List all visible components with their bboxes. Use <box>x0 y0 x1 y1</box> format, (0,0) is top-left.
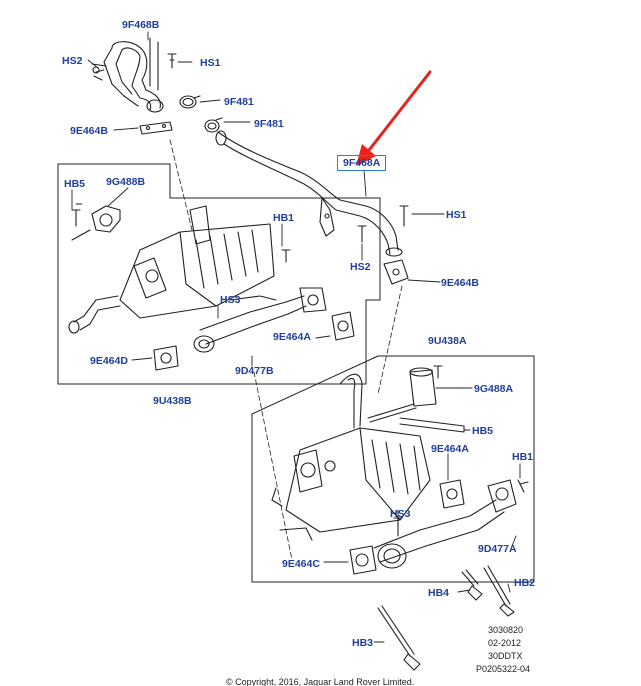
label-hs1-right[interactable]: HS1 <box>446 209 467 221</box>
copyright-notice: © Copyright, 2016, Jaguar Land Rover Lim… <box>226 677 415 686</box>
egr-cooler-a-part <box>271 373 431 541</box>
label-hb2[interactable]: HB2 <box>514 577 536 589</box>
label-9d477b[interactable]: 9D477B <box>235 365 274 377</box>
ref-code: 30DDTX <box>488 651 523 661</box>
label-hs1-top[interactable]: HS1 <box>200 57 221 69</box>
label-9e464c[interactable]: 9E464C <box>282 558 320 570</box>
bolt-hb2 <box>483 565 515 617</box>
egr-tube-9d477a <box>373 479 517 569</box>
label-9e464b-right[interactable]: 9E464B <box>441 277 479 289</box>
label-9e464a-right[interactable]: 9E464A <box>431 443 469 455</box>
label-hb3[interactable]: HB3 <box>352 637 374 649</box>
clamp-9f481-lower <box>204 117 223 133</box>
label-9d477a[interactable]: 9D477A <box>478 543 517 555</box>
clamp-9f481-upper <box>179 95 201 109</box>
ref-illustration-id: P0205322-04 <box>476 664 531 674</box>
gasket-9e464b-right <box>383 259 409 285</box>
egr-tube-9d477b <box>193 287 327 353</box>
label-hb5-right[interactable]: HB5 <box>472 425 494 437</box>
actuator-9g488a <box>367 365 465 433</box>
label-9f468a-highlighted[interactable]: 9F468A <box>337 155 387 171</box>
label-hb1-right[interactable]: HB1 <box>512 451 534 463</box>
label-hs3-right[interactable]: HS3 <box>390 508 411 520</box>
red-pointer-arrow <box>356 70 432 166</box>
cooler-b-outline <box>57 163 381 385</box>
gasket-9e464a-left <box>331 311 355 341</box>
label-9f481-lower[interactable]: 9F481 <box>254 118 284 130</box>
label-9g488a[interactable]: 9G488A <box>474 383 514 395</box>
label-9u438b[interactable]: 9U438B <box>153 395 192 407</box>
gasket-9e464d <box>153 345 179 371</box>
cooler-a-outline <box>251 355 535 583</box>
label-9e464b-upper[interactable]: 9E464B <box>70 125 108 137</box>
label-9f468b[interactable]: 9F468B <box>122 19 160 31</box>
label-9g488b[interactable]: 9G488B <box>106 176 146 188</box>
label-hb1-left[interactable]: HB1 <box>273 212 295 224</box>
ref-number: 3030820 <box>488 625 524 635</box>
ref-date: 02-2012 <box>488 638 522 648</box>
label-9f481-upper[interactable]: 9F481 <box>224 96 254 108</box>
bolt-hb1-right <box>517 479 529 493</box>
bolt-hb3 <box>377 605 421 671</box>
main-egr-hose-part <box>215 130 409 257</box>
label-9e464a-left[interactable]: 9E464A <box>273 331 311 343</box>
bolt-hb4 <box>461 569 483 601</box>
gasket-9e464c <box>349 545 377 575</box>
label-hb4[interactable]: HB4 <box>428 587 450 599</box>
label-hs2-top[interactable]: HS2 <box>62 55 83 67</box>
label-9u438a[interactable]: 9U438A <box>428 335 467 347</box>
upper-egr-hose-part <box>91 37 177 113</box>
label-hs2-right[interactable]: HS2 <box>350 261 371 273</box>
label-9e464d[interactable]: 9E464D <box>90 355 128 367</box>
label-hs3-left[interactable]: HS3 <box>220 294 241 306</box>
egr-cooler-b-part <box>68 205 291 334</box>
gasket-9e464b-upper <box>139 121 173 135</box>
gasket-9e464a-right <box>439 479 465 509</box>
label-hb5-left[interactable]: HB5 <box>64 178 86 190</box>
